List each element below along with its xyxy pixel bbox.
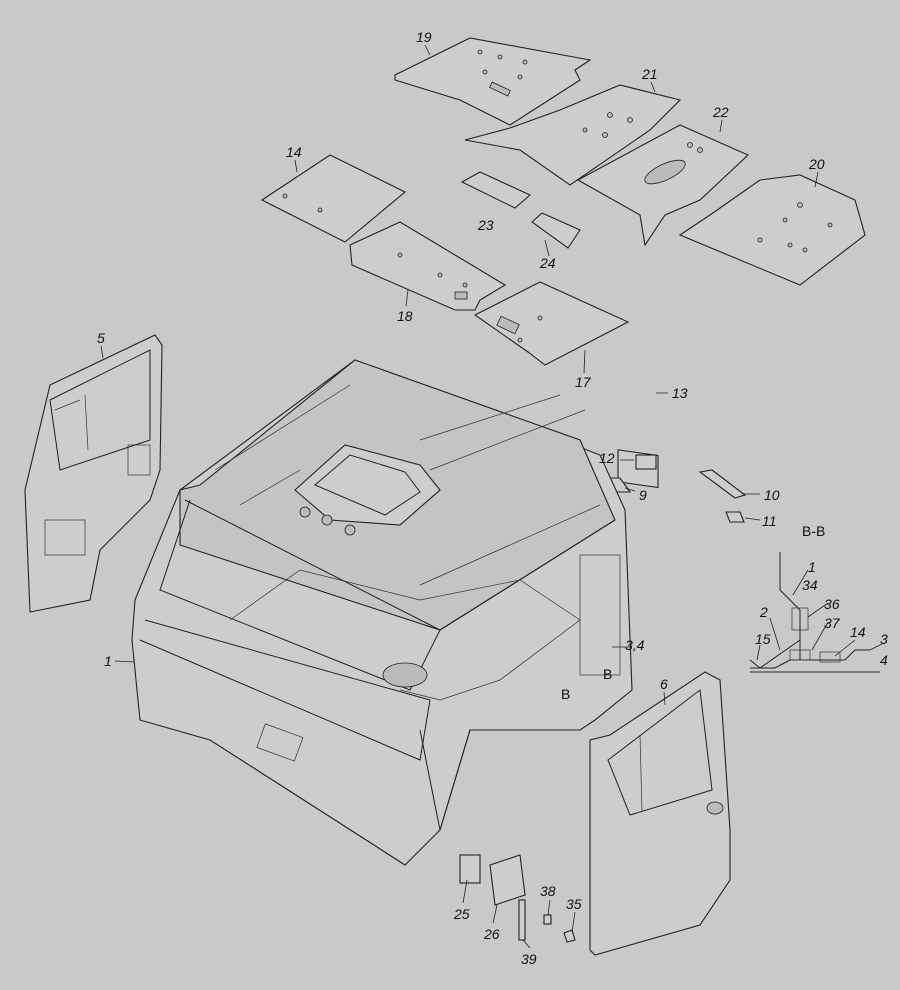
label-38: 38 (540, 883, 556, 899)
hinge-26 (489, 854, 526, 906)
cab-body-1 (131, 359, 633, 866)
pad-11 (725, 511, 745, 523)
section-title: B-B (802, 523, 825, 539)
mat-21 (464, 84, 682, 186)
label-18: 18 (397, 308, 413, 324)
label-section-mark-b: B (603, 666, 612, 682)
section-label-37: 37 (824, 615, 841, 631)
label-25: 25 (453, 906, 470, 922)
section-labels: B-B 1 34 36 37 2 14 3 15 4 (755, 523, 888, 668)
label-12: 12 (599, 450, 615, 466)
label-20: 20 (808, 156, 825, 172)
bolt-35 (563, 929, 576, 943)
section-label-2: 2 (759, 604, 768, 620)
mat-14 (260, 154, 407, 243)
label-19: 19 (416, 29, 432, 45)
label-24: 24 (539, 255, 556, 271)
label-9: 9 (639, 487, 647, 503)
label-17: 17 (575, 374, 592, 390)
mat-17 (473, 281, 630, 366)
pad-23 (460, 171, 532, 209)
mat-19 (394, 37, 592, 126)
label-39: 39 (521, 951, 537, 967)
label-3-4: 3,4 (625, 637, 645, 653)
label-6: 6 (660, 676, 668, 692)
mat-22 (576, 124, 749, 247)
section-label-4: 4 (880, 652, 888, 668)
strip-10 (698, 469, 747, 499)
section-label-15: 15 (755, 631, 771, 647)
section-label-3: 3 (880, 631, 888, 647)
label-35: 35 (566, 896, 582, 912)
section-label-34: 34 (802, 577, 818, 593)
pad-12 (635, 454, 657, 470)
label-13: 13 (672, 385, 688, 401)
mat-18 (349, 221, 507, 311)
label-21: 21 (641, 66, 658, 82)
section-label-1: 1 (808, 559, 816, 575)
section-b-b (749, 552, 880, 673)
label-22: 22 (712, 104, 729, 120)
door-left-5 (24, 334, 163, 613)
leader-lines (100, 44, 883, 949)
label-1: 1 (104, 653, 112, 669)
label-23: 23 (477, 217, 494, 233)
label-11: 11 (762, 513, 777, 529)
label-26: 26 (483, 926, 500, 942)
part-labels: 19 21 22 20 14 23 24 18 17 13 12 9 10 11… (97, 29, 825, 967)
door-right-6 (589, 671, 731, 956)
label-14: 14 (286, 144, 302, 160)
pad-24 (531, 212, 581, 249)
nut-38 (543, 914, 552, 925)
hinge-plate-25 (459, 854, 481, 884)
label-10: 10 (764, 487, 780, 503)
section-label-36: 36 (824, 596, 840, 612)
label-section-mark-b: B (561, 686, 570, 702)
mat-20 (678, 174, 866, 286)
pin-39 (518, 899, 526, 941)
section-label-14: 14 (850, 624, 866, 640)
label-5: 5 (97, 330, 105, 346)
